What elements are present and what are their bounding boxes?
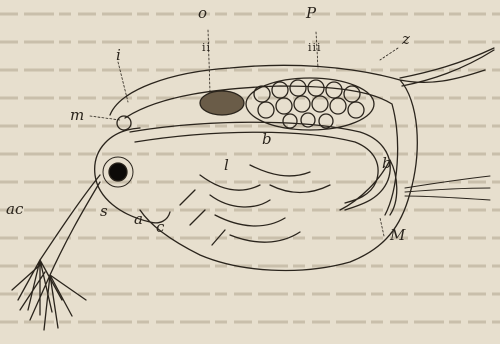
label-l: l — [224, 158, 229, 173]
thoracic-legs — [180, 165, 330, 245]
compound-eye — [109, 163, 127, 181]
tail-setae — [405, 176, 490, 200]
label-z: z — [402, 32, 410, 47]
label-b-right: b — [382, 156, 392, 171]
label-iii: iii — [308, 42, 322, 53]
label-o: o — [198, 6, 207, 21]
label-s: s — [100, 204, 108, 219]
antennae — [12, 175, 100, 330]
label-i: i — [116, 48, 121, 63]
label-c: c — [156, 220, 164, 235]
label-P: P — [306, 6, 316, 21]
brood-eggs — [246, 78, 374, 130]
background-text-lines — [0, 14, 500, 322]
label-ac: ac — [6, 202, 23, 217]
ocellus — [117, 116, 131, 130]
label-ii: ii — [202, 42, 211, 53]
label-a: a — [134, 212, 143, 227]
label-m: m — [70, 108, 84, 123]
inner-shell — [125, 86, 398, 215]
label-M: M — [390, 228, 405, 243]
heart — [200, 91, 244, 115]
gut — [130, 122, 390, 210]
label-b-top: b — [262, 132, 272, 147]
